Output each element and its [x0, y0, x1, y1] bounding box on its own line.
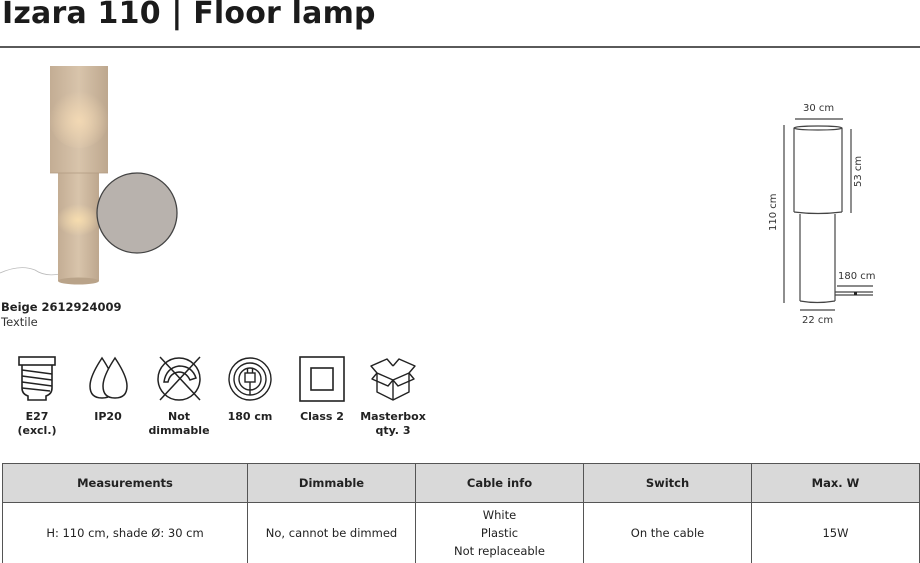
feature-cable: 180 cm — [215, 354, 285, 424]
table-row: H: 110 cm, shade Ø: 30 cm No, cannot be … — [2, 502, 920, 563]
feature-ip20-line1: IP20 — [94, 410, 122, 423]
shade-width-label: 30 cm — [803, 103, 835, 114]
cable-plug-icon — [228, 357, 272, 401]
feature-masterbox-line1: Masterbox — [360, 410, 426, 423]
header-measurements: Measurements — [2, 463, 248, 503]
dimension-drawing: 30 cm 53 cm 110 cm 180 cm 22 cm — [760, 95, 920, 335]
cell-max-w: 15W — [751, 502, 920, 563]
header-switch: Switch — [583, 463, 752, 503]
cell-switch: On the cable — [583, 502, 752, 563]
feature-e27: E27(excl.) — [2, 354, 72, 438]
cable-replaceable: Not replaceable — [454, 544, 545, 558]
feature-e27-line2: (excl.) — [17, 424, 57, 437]
cable-color: White — [482, 508, 517, 522]
feature-cable-line1: 180 cm — [227, 410, 273, 423]
feature-class-2-line1: Class 2 — [300, 410, 344, 423]
cell-dimmable: No, cannot be dimmed — [247, 502, 416, 563]
lamp-outline-icon — [783, 118, 873, 311]
header-dimmable: Dimmable — [247, 463, 416, 503]
shade-height-label: 53 cm — [853, 155, 864, 187]
feature-e27-line1: E27 — [25, 410, 49, 423]
feature-not-dimmable-line1: Not — [167, 410, 191, 423]
feature-class-2: Class 2 — [287, 354, 357, 424]
header-max-w: Max. W — [751, 463, 920, 503]
feature-masterbox-line2: qty. 3 — [375, 424, 411, 437]
cable-length-label: 180 cm — [838, 271, 876, 282]
total-height-label: 110 cm — [768, 193, 779, 231]
water-drops-icon — [89, 356, 128, 399]
masterbox-icon — [370, 358, 416, 401]
cable-material: Plastic — [480, 526, 519, 540]
cell-measurements: H: 110 cm, shade Ø: 30 cm — [2, 502, 248, 563]
product-material: Textile — [1, 315, 38, 329]
e27-bulb-socket-icon — [18, 356, 56, 401]
base-width-label: 22 cm — [802, 315, 834, 326]
not-dimmable-icon — [157, 356, 201, 401]
spec-table: Measurements Dimmable Cable info Switch … — [2, 463, 920, 563]
page-title: Izara 110 | Floor lamp — [2, 0, 376, 31]
header-cable-info: Cable info — [415, 463, 584, 503]
product-code: Beige 2612924009 — [1, 300, 122, 314]
product-photo — [0, 66, 178, 285]
title-divider — [0, 46, 920, 48]
class-2-icon — [299, 356, 345, 402]
feature-not-dimmable-line2: dimmable — [148, 424, 210, 437]
table-header-row: Measurements Dimmable Cable info Switch … — [2, 463, 920, 503]
feature-ip20: IP20 — [73, 354, 143, 424]
cell-cable-info: White Plastic Not replaceable — [415, 502, 584, 563]
